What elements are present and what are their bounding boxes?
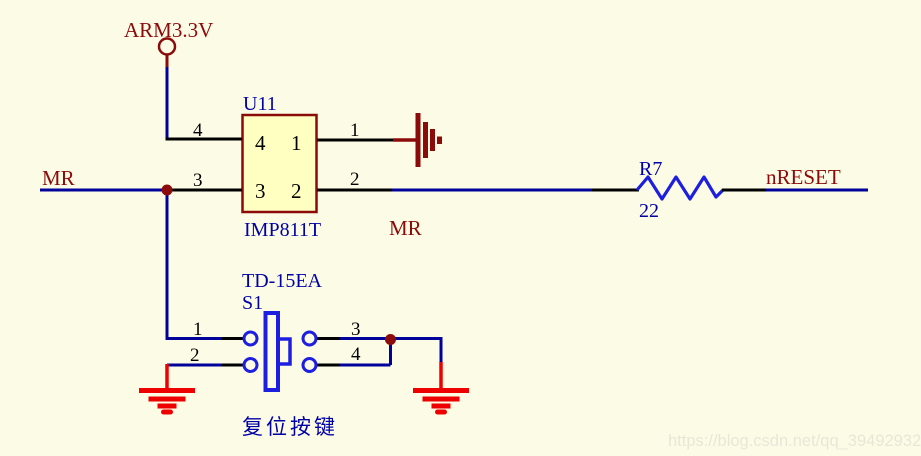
junction-dot-sw: [385, 334, 396, 345]
u11-pin-name-4: 4: [255, 131, 266, 155]
earth-ground-left-icon: [139, 364, 195, 415]
watermark-url: https://blog.csdn.net/qq_39492932: [668, 432, 921, 450]
s1-caption: 复位按键: [242, 415, 338, 439]
net-label-mr-mid: MR: [389, 216, 422, 240]
u11-pin-number-2: 2: [350, 169, 360, 190]
s1-actuator-bar-icon: [263, 311, 280, 392]
power-port-arm3v3: ARM3.3V: [124, 18, 213, 140]
net-nreset: nRESET: [766, 165, 868, 192]
u11-pin-name-1: 1: [291, 131, 302, 155]
u11-pin-name-3: 3: [255, 179, 266, 203]
u11-pin-name-2: 2: [291, 179, 302, 203]
u11-body: [241, 113, 318, 214]
u11-designator: U11: [243, 93, 277, 115]
u11-pin-number-3: 3: [193, 170, 203, 191]
component-r7: R7 22: [592, 158, 767, 222]
s1-pin-number-3: 3: [351, 319, 361, 340]
net-mr-mid: MR: [389, 188, 594, 240]
u11-part-number: IMP811T: [244, 219, 321, 241]
u11-pin-number-1: 1: [350, 120, 360, 141]
s1-pin-number-2: 2: [190, 345, 200, 366]
u11-pin-number-4: 4: [193, 120, 203, 141]
r7-zigzag-icon: [635, 175, 725, 201]
net-mr-input: MR: [40, 166, 173, 340]
s1-button-bracket-icon: [278, 337, 292, 366]
s1-pin-number-1: 1: [193, 319, 203, 340]
r7-designator: R7: [639, 158, 662, 180]
s1-part-number: TD-15EA: [242, 270, 323, 292]
net-label-nreset: nRESET: [766, 165, 841, 189]
s1-pin-number-4: 4: [351, 344, 361, 365]
s1-contact-circle-2: [242, 357, 259, 373]
s1-contact-circle-1: [242, 330, 259, 347]
s1-contact-circle-3: [301, 330, 318, 347]
component-s1: TD-15EA S1 1 2 3 4 复位按键: [167, 270, 443, 439]
earth-ground-right-icon: [413, 362, 469, 415]
s1-contact-circle-4: [301, 357, 318, 373]
s1-designator: S1: [242, 292, 263, 314]
net-label-mr-input: MR: [42, 166, 75, 190]
junction-dot-mr: [161, 184, 173, 196]
r7-value: 22: [639, 200, 659, 222]
component-u11: U11 IMP811T 4 1 3 2 4 3 1 2: [165, 93, 395, 241]
power-ground-icon: [393, 113, 442, 167]
